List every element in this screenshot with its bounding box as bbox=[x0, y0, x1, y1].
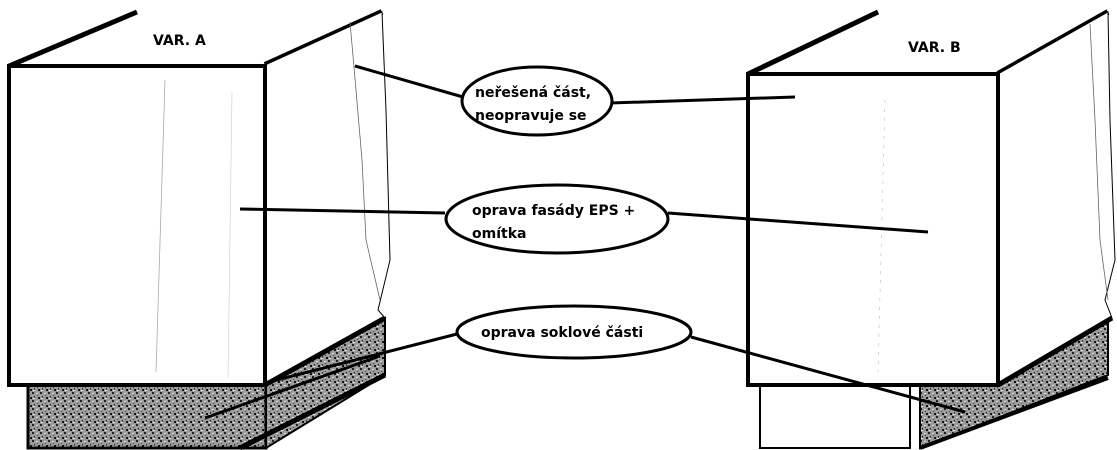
leader-facade-b bbox=[667, 211, 929, 234]
plinth-a-top-edge bbox=[238, 372, 387, 450]
callout-facade-ellipse bbox=[444, 183, 670, 255]
wall-b-front bbox=[746, 72, 1000, 387]
leader-unsolved-a bbox=[354, 64, 464, 99]
building-variant-a: VAR. A bbox=[7, 9, 391, 450]
leader-lines bbox=[204, 64, 966, 420]
leader-plinth-a-1 bbox=[264, 332, 458, 385]
callout-unsolved-line1: neřešená část, bbox=[475, 85, 591, 101]
callout-plinth-ellipse bbox=[455, 304, 693, 360]
leader-plinth-b bbox=[690, 335, 966, 414]
leader-plinth-a-2 bbox=[204, 354, 381, 420]
wall-a-side-bottom bbox=[263, 315, 387, 388]
callout-plinth-line1: oprava soklové části bbox=[481, 325, 643, 341]
callout-plinth: oprava soklové části bbox=[455, 304, 693, 360]
variant-a-title: VAR. A bbox=[153, 33, 206, 49]
leader-facade-a bbox=[239, 207, 446, 215]
wall-a-front bbox=[7, 64, 267, 387]
callout-facade-line1: oprava fasády EPS + bbox=[472, 203, 635, 219]
callout-unsolved-line2: neopravuje se bbox=[475, 108, 587, 124]
roof-a-back-edge bbox=[8, 9, 138, 69]
callout-unsolved-ellipse bbox=[460, 65, 614, 137]
building-variant-b: VAR. B bbox=[746, 9, 1116, 450]
roof-b-back-edge bbox=[746, 9, 880, 77]
plinth-b-front bbox=[759, 384, 911, 449]
wall-b-side-bottom bbox=[996, 315, 1114, 388]
variant-b-title: VAR. B bbox=[908, 40, 961, 56]
leader-unsolved-b bbox=[609, 95, 796, 105]
plinth-b-top-edge bbox=[919, 376, 1109, 450]
callout-unsolved: neřešená část, neopravuje se bbox=[460, 65, 614, 137]
callout-facade-line2: omítka bbox=[472, 226, 526, 242]
plinth-a-front bbox=[26, 383, 268, 450]
callout-facade: oprava fasády EPS + omítka bbox=[444, 183, 670, 255]
